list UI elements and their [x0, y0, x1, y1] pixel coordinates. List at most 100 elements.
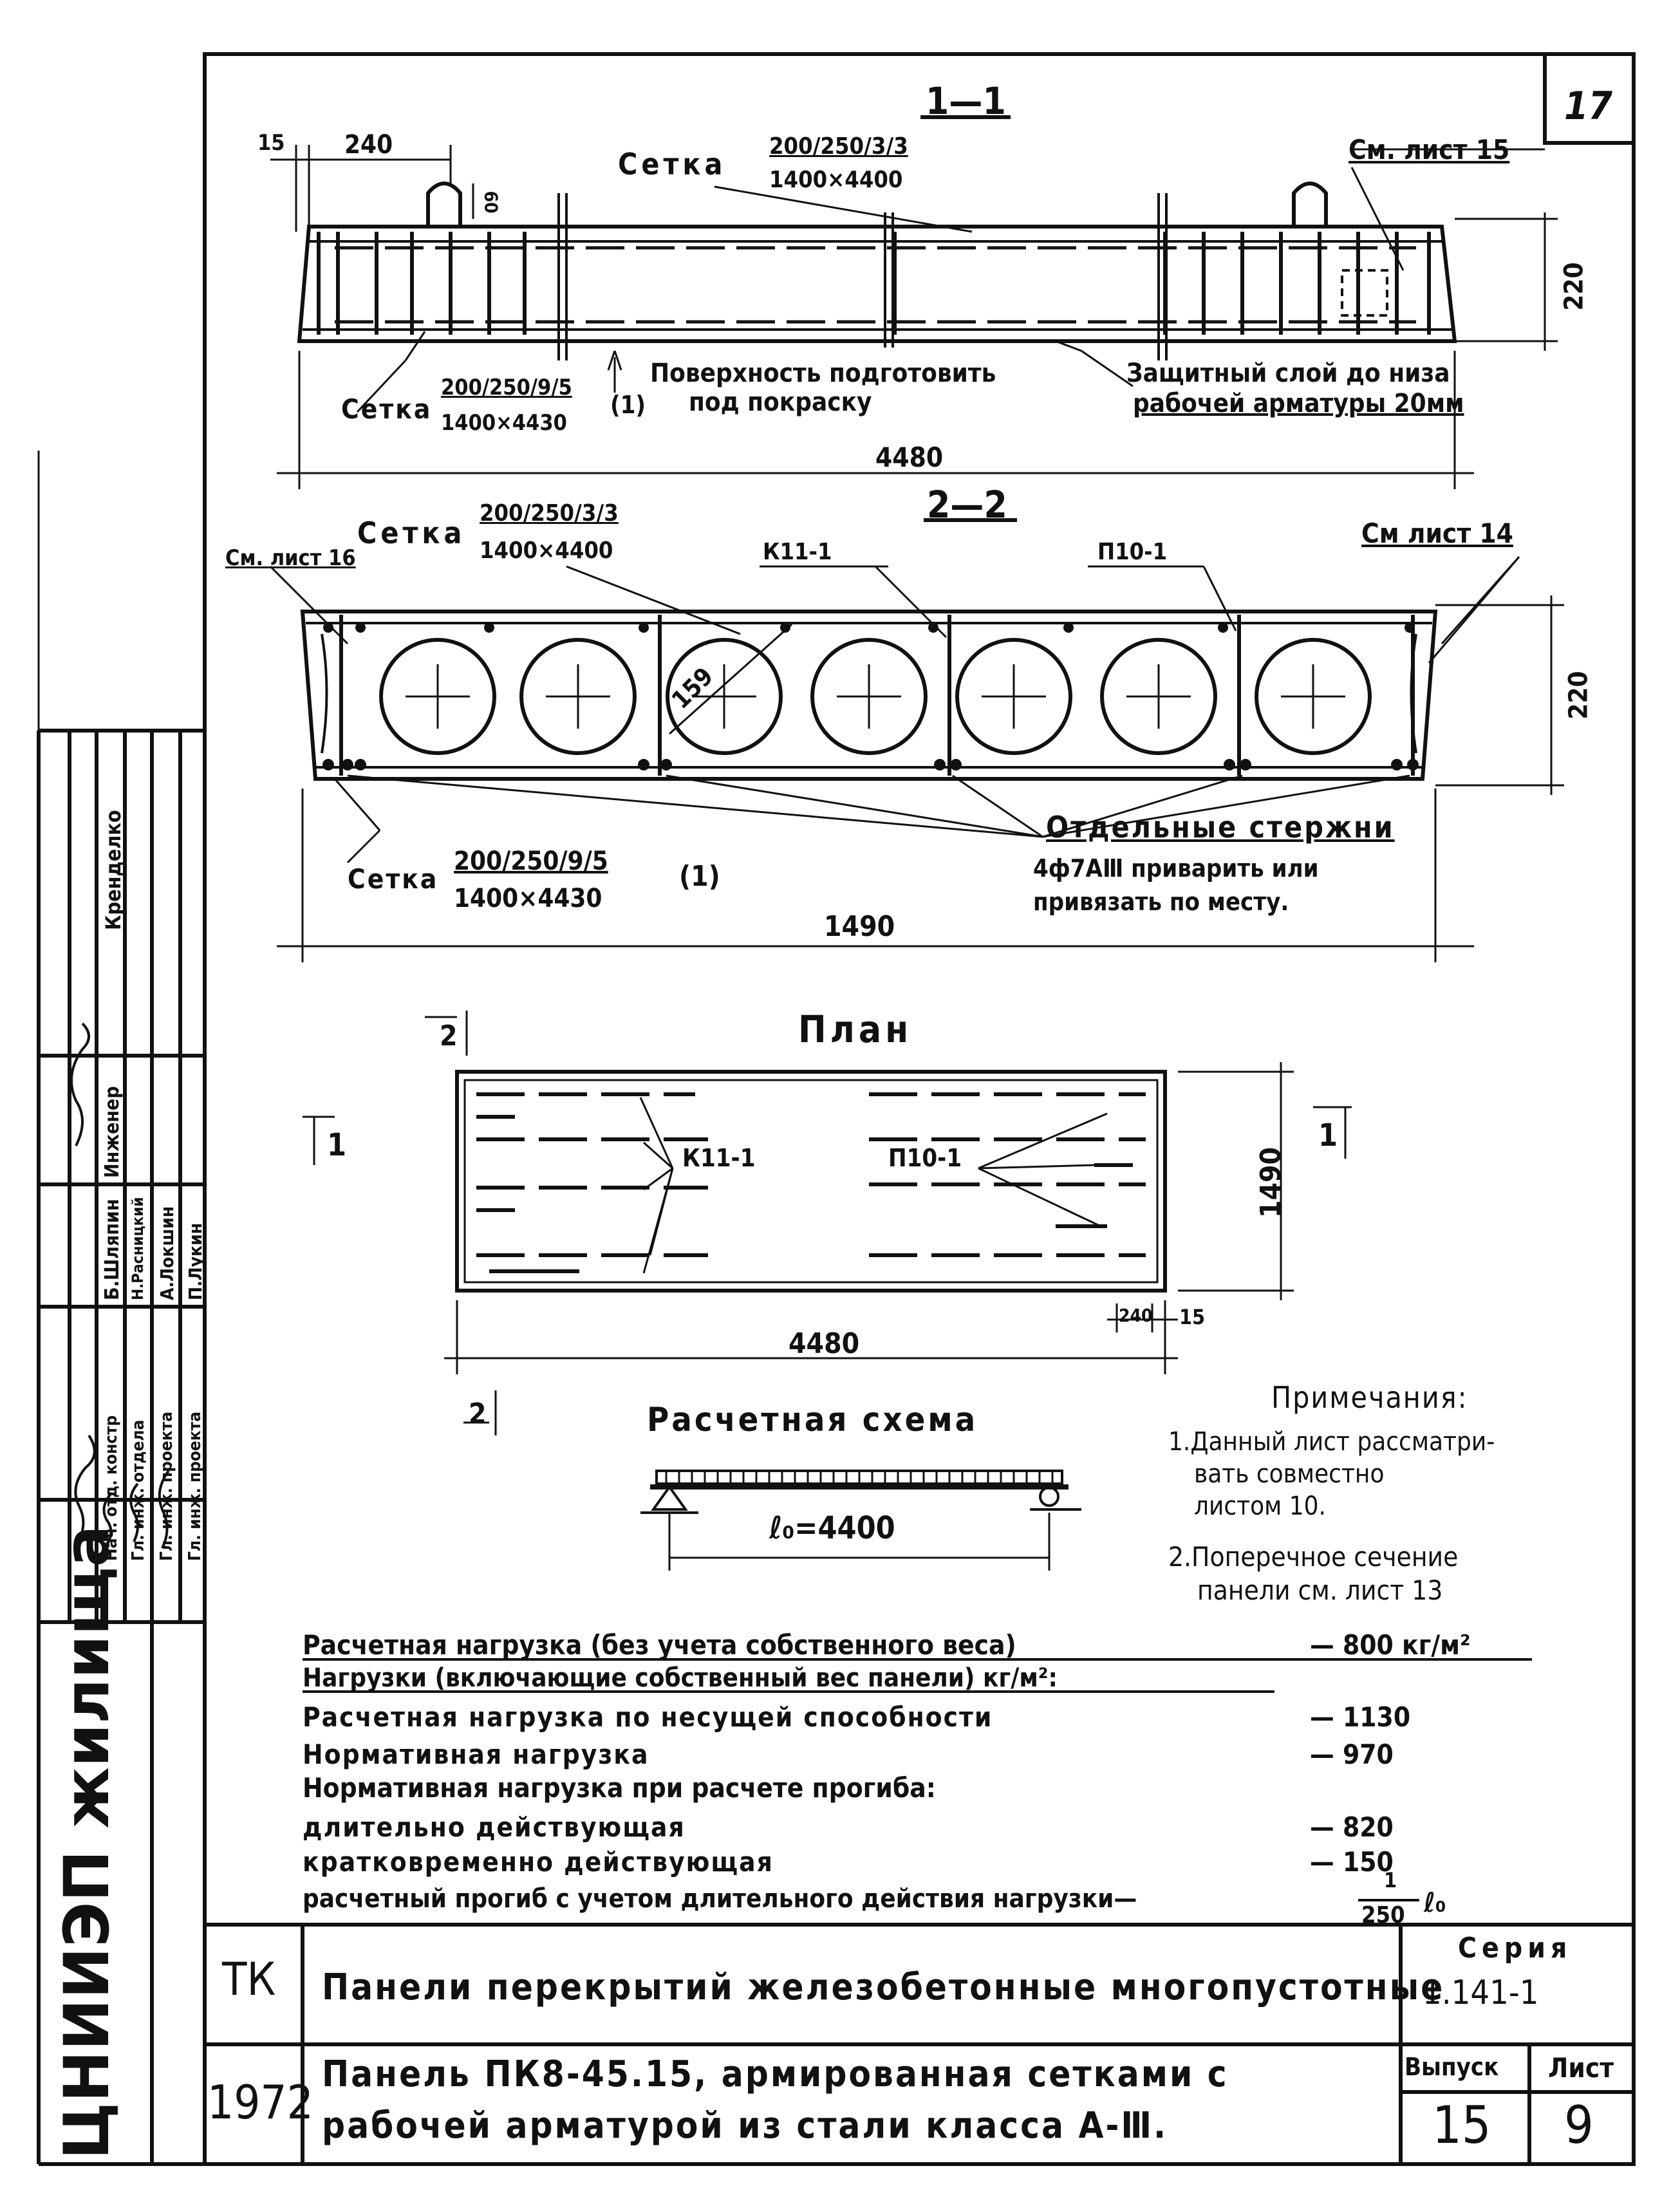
load-row-0-value: — 800 кг/м²	[1310, 1629, 1471, 1661]
sheet-number-box	[1543, 54, 1634, 145]
side-stamp-org: ЦНИИЭП жилища	[40, 1525, 149, 2163]
plan-p-label: П10-1	[888, 1144, 962, 1172]
stamp-role-3: Гл. инж. проекта	[185, 1412, 205, 1561]
plan-title: План	[798, 1007, 913, 1051]
note-1-c: листом 10.	[1194, 1491, 1326, 1521]
s2-mesh-top-label: Сетка	[357, 516, 466, 550]
section-2-2-title: 2—2	[927, 483, 1007, 527]
note-2-b: панели см. лист 13	[1197, 1574, 1443, 1606]
load-row-4-text: Нормативная нагрузка при расчете прогиба…	[303, 1772, 936, 1804]
s1-dim-220: 220	[1559, 262, 1589, 311]
stamp-name-1: Н.Расницкий	[129, 1197, 147, 1300]
deflection-tail: ℓ₀	[1424, 1887, 1446, 1918]
tb-row2-b: рабочей арматурой из стали класса А-Ⅲ.	[322, 2105, 1168, 2147]
load-row-2-text: Расчетная нагрузка по несущей способност…	[303, 1701, 993, 1733]
s2-p-label: П10-1	[1097, 539, 1168, 565]
s1-dim-15: 15	[257, 130, 285, 156]
s1-mesh-top-label: Сетка	[618, 147, 727, 182]
plan-dim-4480: 4480	[789, 1327, 860, 1360]
s2-mesh-bottom-num: 200/250/9/5	[454, 846, 608, 876]
s2-mesh-bottom-mark: (1)	[679, 860, 720, 893]
s2-bars-note-3: привязать по месту.	[1033, 888, 1289, 916]
plan-dim-1490: 1490	[1255, 1146, 1288, 1219]
section-2-2-drawing	[269, 518, 1564, 962]
tb-list-label: Лист	[1548, 2052, 1614, 2084]
plan-k-label: К11-1	[682, 1144, 756, 1172]
s1-mesh-bottom-mark: (1)	[610, 391, 646, 419]
stamp-name-3: П.Лукин	[185, 1222, 206, 1300]
tb-list-value: 9	[1564, 2095, 1594, 2155]
tb-vypusk-value: 15	[1432, 2095, 1491, 2155]
s2-mesh-top-den: 1400×4400	[480, 537, 613, 564]
s2-mesh-bottom-label: Сетка	[348, 863, 439, 895]
tb-vypusk-label: Выпуск	[1405, 2053, 1499, 2081]
plan-mark-2-top: 2	[440, 1020, 458, 1052]
deflection-text: расчетный прогиб с учетом длительного де…	[303, 1884, 1137, 1914]
s1-mesh-bottom-num: 200/250/9/5	[441, 375, 572, 400]
s1-dim-240: 240	[344, 130, 393, 160]
load-row-6-value: — 150	[1310, 1846, 1394, 1878]
stamp-role-2: Гл. инж. проекта	[157, 1412, 176, 1561]
calc-scheme-drawing	[640, 1470, 1081, 1571]
s1-cover-note-1: Защитный слой до низа	[1126, 359, 1450, 388]
note-1-b: вать совместно	[1194, 1459, 1385, 1489]
load-row-5-text: длительно действующая	[303, 1811, 686, 1843]
org-name: ЦНИИЭП жилища	[51, 1525, 123, 2160]
load-row-5-value: — 820	[1310, 1811, 1394, 1843]
tb-row1: Панели перекрытий железобетонные многопу…	[322, 1966, 1445, 2008]
plan-mark-2-bottom: 2	[469, 1397, 487, 1430]
s2-bars-note-2: 4ф7АⅢ приварить или	[1033, 854, 1319, 883]
tb-series-label: Серия	[1458, 1932, 1573, 1965]
s2-mesh-top-num: 200/250/3/3	[480, 500, 619, 527]
load-row-2-value: — 1130	[1310, 1701, 1411, 1733]
tb-series-value: 1.141-1	[1423, 1974, 1539, 2012]
s1-surface-note-2: под покраску	[689, 388, 872, 417]
s1-dim-4480: 4480	[875, 442, 944, 473]
notes-title: Примечания:	[1271, 1380, 1468, 1415]
s2-see-sheet-14: См лист 14	[1361, 518, 1513, 549]
s1-surface-note-1: Поверхность подготовить	[650, 359, 996, 388]
s1-dim-60: 60	[480, 191, 502, 214]
section-1-1-title: 1—1	[926, 79, 1006, 123]
section-1-1-drawing	[270, 115, 1558, 489]
sheet-frame	[203, 52, 1636, 2166]
stamp-role-1: Гл. инж. отдела	[129, 1419, 148, 1561]
s1-mesh-bottom-label: Сетка	[341, 393, 433, 425]
note-1-a: 1.Данный лист рассматри-	[1168, 1427, 1495, 1457]
s2-bars-note-1: Отдельные стержни	[1046, 810, 1395, 845]
stamp-name-0: Б.Шляпин	[101, 1199, 124, 1301]
plan-drawing	[303, 1011, 1352, 1435]
scheme-span: ℓ₀=4400	[769, 1510, 895, 1546]
s2-mesh-bottom-den: 1400×4430	[454, 884, 602, 913]
s2-see-sheet-16: См. лист 16	[225, 545, 356, 571]
s1-mesh-top-den: 1400×4400	[769, 167, 903, 193]
s2-dim-220: 220	[1563, 671, 1594, 720]
note-2-a: 2.Поперечное сечение	[1168, 1541, 1459, 1573]
load-row-3-text: Нормативная нагрузка	[303, 1739, 649, 1770]
tb-year: 1972	[207, 2075, 313, 2129]
load-row-3-value: — 970	[1310, 1739, 1394, 1770]
stamp-engineer-name: Кренделко	[101, 810, 126, 930]
plan-dim-15: 15	[1179, 1305, 1206, 1329]
plan-mark-1-right: 1	[1318, 1117, 1338, 1153]
s1-see-sheet-15: См. лист 15	[1349, 134, 1510, 165]
plan-dim-240: 240	[1119, 1305, 1153, 1326]
sheet-number: 17	[1564, 84, 1613, 129]
deflection-num: 1	[1384, 1868, 1397, 1892]
stamp-role-0: Нач. отд. констр	[102, 1415, 121, 1561]
s1-mesh-bottom-den: 1400×4430	[441, 410, 567, 436]
stamp-engineer-label: Инженер	[101, 1086, 124, 1178]
load-row-6-text: кратковременно действующая	[303, 1846, 774, 1878]
tb-row2-a: Панель ПК8-45.15, армированная сетками с	[322, 2053, 1229, 2095]
scheme-title: Расчетная схема	[647, 1401, 978, 1439]
s1-mesh-top-num: 200/250/3/3	[769, 133, 908, 160]
s2-dim-1490: 1490	[824, 910, 895, 943]
void-circles	[379, 638, 1372, 755]
plan-mark-1-left: 1	[327, 1127, 347, 1163]
load-row-1-text: Нагрузки (включающие собственный вес пан…	[303, 1663, 1058, 1693]
deflection-den: 250	[1361, 1902, 1405, 1928]
s2-k-label: К11-1	[763, 539, 832, 565]
stamp-name-2: А.Локшин	[156, 1206, 178, 1300]
tb-tk: ТК	[222, 1953, 276, 2006]
